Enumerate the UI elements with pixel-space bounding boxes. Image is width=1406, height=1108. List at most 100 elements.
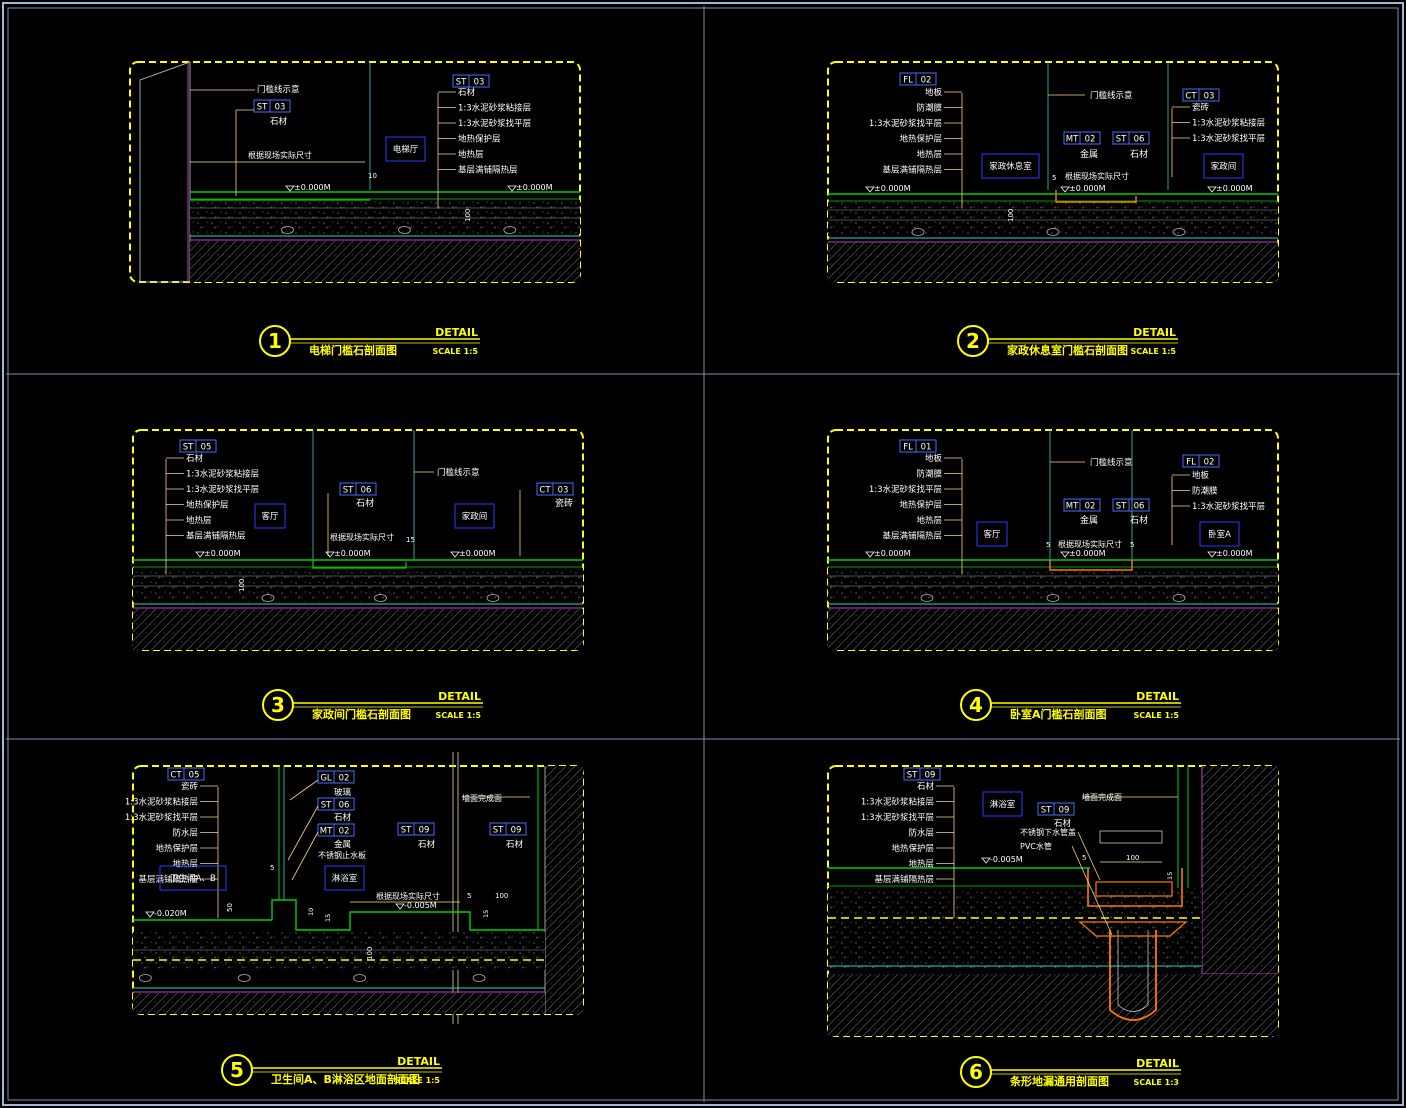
material-tag-number: 05 xyxy=(189,771,200,781)
material-tag-number: 09 xyxy=(511,826,522,836)
material-tag-code: CT xyxy=(170,771,182,781)
screed-layer xyxy=(190,200,580,234)
annotation-label: 5 xyxy=(1046,541,1050,549)
material-tag-box xyxy=(317,797,355,811)
material-tag-number: 03 xyxy=(558,486,569,496)
annotation-label: 15 xyxy=(1166,872,1174,880)
detail-scale: SCALE 1:5 xyxy=(435,711,481,720)
heating-pipe xyxy=(374,594,387,602)
room-label-box xyxy=(254,503,286,529)
detail-heading: DETAIL xyxy=(438,690,481,703)
annotation-label: 5 xyxy=(1130,541,1134,549)
material-tag-number: 05 xyxy=(201,443,212,453)
detail-heading: DETAIL xyxy=(1136,690,1179,703)
annotation-label: 根据现场实际尺寸 xyxy=(330,532,394,542)
annotation-label: PVC水管 xyxy=(1020,841,1052,851)
screed-layer xyxy=(133,568,583,602)
level-marker-icon xyxy=(145,911,155,918)
annotation-label: 50 xyxy=(226,903,234,912)
material-tag-code: FL xyxy=(903,443,913,453)
material-tag-number: 02 xyxy=(339,827,350,837)
layer-label: 1:3水泥砂浆找平层 xyxy=(861,812,934,823)
structural-slab xyxy=(828,609,1278,650)
layer-label: 基层满铺隔热层 xyxy=(882,531,942,542)
material-tag-number: 01 xyxy=(921,443,932,453)
level-label: ±0.000M xyxy=(294,183,331,192)
detail-title: 家政休息室门槛石剖面图 xyxy=(1007,343,1128,357)
material-tag-box xyxy=(167,767,205,781)
detail-boundary xyxy=(132,429,584,651)
annotation-label: 瓷砖 xyxy=(555,497,573,509)
room-label-box xyxy=(1203,153,1244,179)
heating-pipe xyxy=(261,594,275,602)
material-tag-code: ST xyxy=(1116,502,1127,512)
layer-label: 地热保护层 xyxy=(186,500,229,511)
level-label: -0.005M xyxy=(404,901,437,910)
room-label: 家政间 xyxy=(462,511,488,522)
material-tag-box xyxy=(899,439,937,453)
material-tag-box xyxy=(339,482,377,496)
room-label: 家政休息室 xyxy=(989,161,1032,172)
material-tag-code: FL xyxy=(903,76,913,86)
detail-number: 5 xyxy=(230,1058,244,1082)
layer-label: 1:3水泥砂浆找平层 xyxy=(869,484,942,495)
detail-scale: SCALE 1:5 xyxy=(432,347,478,356)
room-label: 电梯厅 xyxy=(393,144,419,155)
annotation-label: 5 xyxy=(1052,174,1056,182)
leader-line xyxy=(1071,831,1113,936)
annotation-label: 墙面完成面 xyxy=(462,793,502,803)
layer-label: 石材 xyxy=(458,87,476,98)
threshold-stone xyxy=(312,560,407,569)
layer-label: 地热保护层 xyxy=(458,134,501,145)
screed-layer xyxy=(828,202,1278,236)
annotation-label: 门槛线示意 xyxy=(1090,90,1133,101)
annotation-label: 根据现场实际尺寸 xyxy=(376,891,440,901)
material-tag-number: 06 xyxy=(361,486,372,496)
layer-label: 1:3水泥砂浆找平层 xyxy=(1192,501,1265,512)
annotation-label: 石材 xyxy=(334,812,352,823)
heating-pipe xyxy=(472,974,486,982)
material-tag-box xyxy=(397,822,435,836)
material-tag-box xyxy=(1112,131,1150,145)
detail-heading: DETAIL xyxy=(1133,326,1176,339)
detail-title: 电梯门槛石剖面图 xyxy=(309,343,397,357)
detail-title: 卫生间A、B淋浴区地面剖面图 xyxy=(271,1072,420,1086)
layer-label: 地热层 xyxy=(186,515,212,526)
heating-pipe xyxy=(237,974,251,982)
material-tag-code: ST xyxy=(493,826,504,836)
detail-number: 3 xyxy=(271,693,285,717)
material-tag-code: ST xyxy=(1041,806,1052,816)
detail-number-circle xyxy=(221,1054,253,1086)
level-label: ±0.000M xyxy=(1069,184,1106,193)
layer-label: 瓷砖 xyxy=(1192,102,1210,113)
annotation-label: 墙面完成面 xyxy=(1082,792,1122,802)
layer-label: 石材 xyxy=(917,781,935,792)
layer-label: 地热层 xyxy=(908,859,934,870)
layer-label: 基层满铺隔热层 xyxy=(874,874,934,885)
level-label: -0.020M xyxy=(154,909,187,918)
annotation-label: 不锈钢下水管盖 xyxy=(1020,827,1076,837)
room-label: 卫生间A、B xyxy=(170,873,216,884)
layer-label: 地板 xyxy=(925,87,943,98)
material-tag-code: ST xyxy=(1116,135,1127,145)
room-label-box xyxy=(454,503,495,529)
material-tag-code: ST xyxy=(401,826,412,836)
room-label: 卧室A xyxy=(1208,529,1231,540)
room-label-box xyxy=(385,136,426,162)
detail-title: 家政间门槛石剖面图 xyxy=(312,707,411,721)
layer-label: 基层满铺隔热层 xyxy=(186,531,246,542)
material-tag-number: 09 xyxy=(925,771,936,781)
heating-pipe xyxy=(920,594,934,602)
detail-boundary xyxy=(129,61,581,283)
detail-title: 卧室A门槛石剖面图 xyxy=(1010,707,1107,721)
annotation-label: 石材 xyxy=(418,839,436,850)
detail-number-circle xyxy=(960,1056,992,1088)
